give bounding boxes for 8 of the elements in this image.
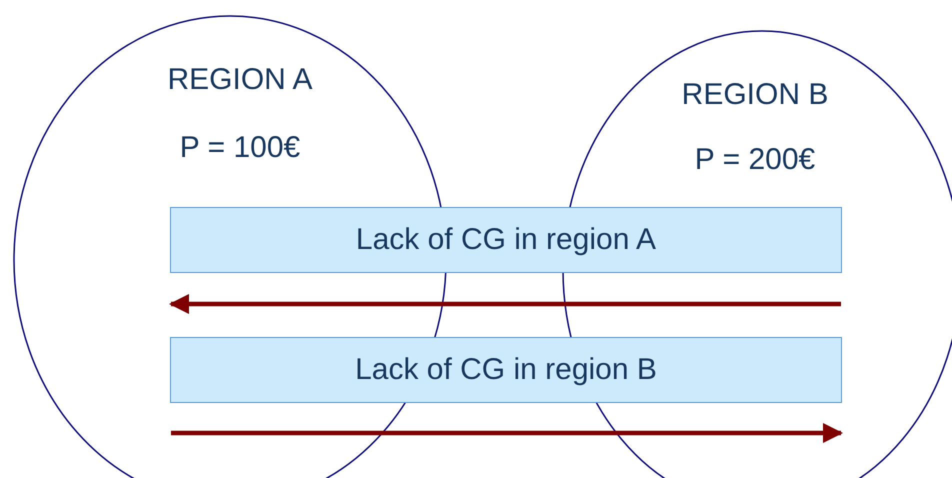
arrow (168, 294, 841, 314)
region-title: REGION B (682, 78, 828, 112)
region-title: REGION A (167, 63, 313, 98)
price-label: P = 100€ (180, 131, 300, 166)
process-box: Lack of CG in region A (170, 207, 842, 273)
process-box: Lack of CG in region B (170, 337, 842, 403)
price-label: P = 200€ (694, 143, 816, 178)
arrow (171, 422, 844, 444)
